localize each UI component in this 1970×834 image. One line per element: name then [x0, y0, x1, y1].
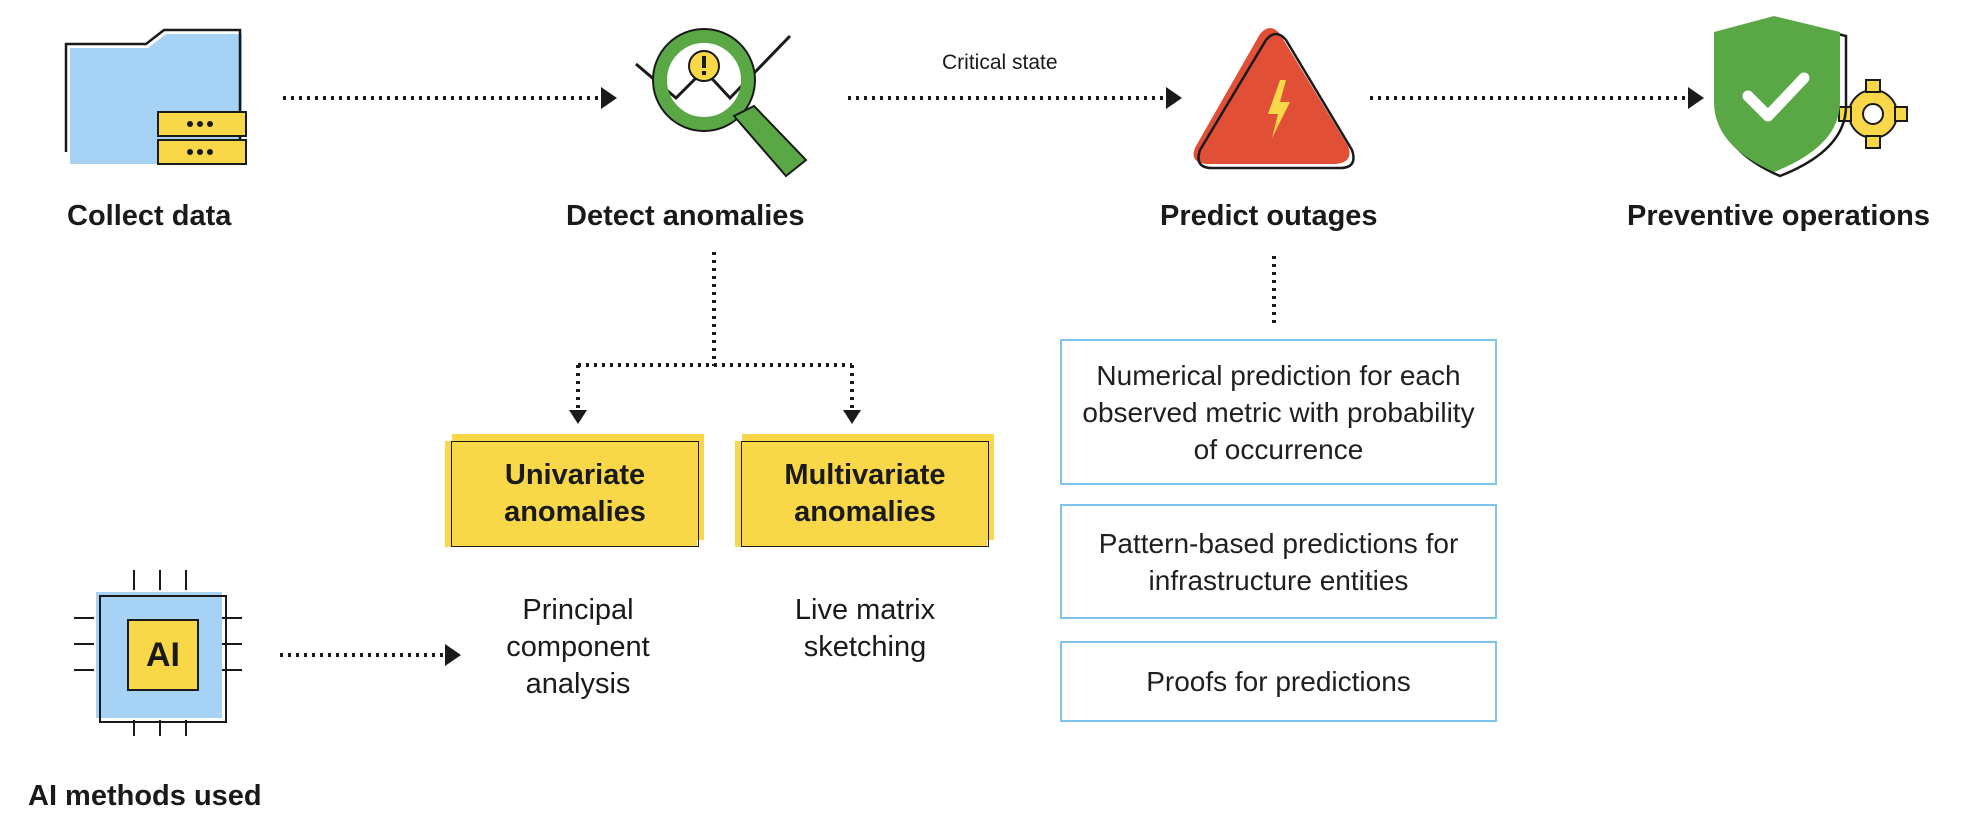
ai-methods-title: AI methods used: [28, 780, 262, 812]
ai-chip-text: AI: [146, 636, 180, 674]
folder-database-icon: [64, 28, 247, 165]
method-pca-label: Principal component analysis: [506, 594, 650, 700]
stage-prevent-label: Preventive operations: [1627, 200, 1930, 232]
warning-triangle-icon: [1193, 28, 1355, 170]
stage-detect-label: Detect anomalies: [566, 200, 805, 232]
arrowhead: [445, 644, 461, 666]
arrowhead: [601, 87, 617, 109]
stage-predict-label: Predict outages: [1160, 200, 1378, 232]
prediction-box-pattern: Pattern-based predictions for infrastruc…: [1060, 504, 1497, 619]
arrowhead: [843, 410, 861, 424]
arrowhead: [569, 410, 587, 424]
shield-check-gear-icon: [1714, 16, 1908, 178]
ai-chip-icon: [74, 570, 242, 736]
method-matrix-sketching-label: Live matrix sketching: [794, 594, 936, 663]
arrowhead: [1688, 87, 1704, 109]
arrowhead: [1166, 87, 1182, 109]
magnifier-alert-icon: [635, 28, 808, 178]
prediction-pattern-label: Pattern-based predictions for infrastruc…: [1098, 527, 1459, 596]
stage-collect-label: Collect data: [67, 200, 232, 232]
prediction-numerical-label: Numerical prediction for each observed m…: [1082, 359, 1475, 465]
univariate-box: Univariate anomalies: [445, 441, 699, 547]
prediction-proofs-label: Proofs for predictions: [1146, 666, 1411, 697]
prediction-box-numerical: Numerical prediction for each observed m…: [1060, 339, 1497, 485]
multivariate-box: Multivariate anomalies: [735, 441, 989, 547]
edge-label-critical-state: Critical state: [942, 51, 1058, 74]
prediction-box-proofs: Proofs for predictions: [1060, 641, 1497, 722]
multivariate-label: Multivariate anomalies: [741, 441, 989, 547]
univariate-label: Univariate anomalies: [451, 441, 699, 547]
